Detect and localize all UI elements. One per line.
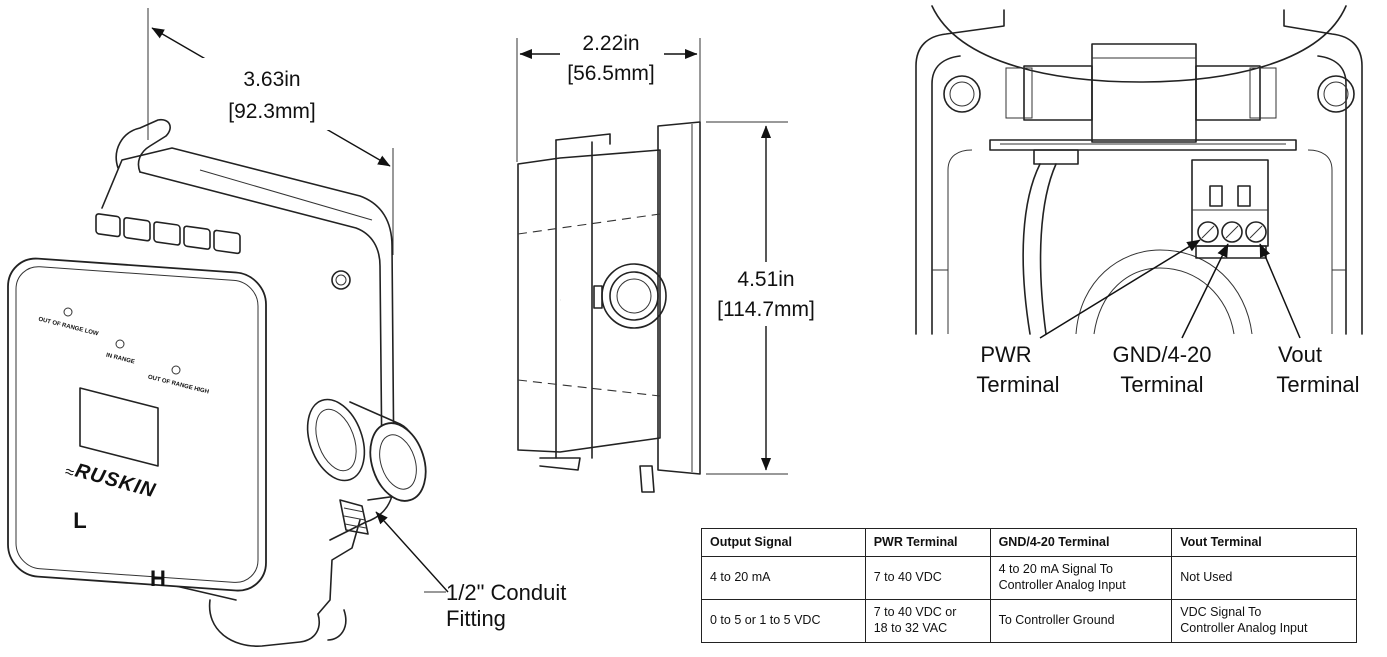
cell-output: 0 to 5 or 1 to 5 VDC	[701, 599, 866, 643]
depth-dim-label: 2.22in	[582, 32, 639, 55]
cell-gnd-line2: Controller Analog Input	[998, 578, 1126, 592]
cell-gnd-line1: To Controller Ground	[998, 613, 1115, 628]
header-gnd-terminal: GND/4-20 Terminal	[989, 528, 1173, 557]
cell-vout: Not Used	[1171, 556, 1357, 600]
cell-pwr-line2: 18 to 32 VAC	[873, 621, 948, 635]
width-dimension: 3.63in [92.3mm]	[147, 8, 394, 255]
gnd-terminal-label-line1: GND/4-20	[1112, 342, 1211, 367]
cell-vout-line1: Not Used	[1180, 570, 1233, 585]
port-low-label: L	[73, 508, 86, 533]
terminal-view: PWR Terminal GND/4-20 Terminal Vout Term…	[915, 5, 1363, 397]
vout-terminal-label-line2: Terminal	[1276, 372, 1359, 397]
conduit-callout-line1: 1/2" Conduit	[446, 580, 566, 605]
height-dim-metric-label: [114.7mm]	[717, 298, 815, 321]
side-view: 2.22in [56.5mm] 4.51in [114.7mm]	[516, 26, 830, 493]
cell-pwr-line1: 7 to 40 VDC or	[873, 605, 957, 620]
table-header-row: Output Signal PWR Terminal GND/4-20 Term…	[701, 528, 1357, 557]
wiring-table: Output Signal PWR Terminal GND/4-20 Term…	[701, 528, 1357, 643]
gnd-terminal-label-line2: Terminal	[1120, 372, 1203, 397]
pwr-terminal-label-line1: PWR	[980, 342, 1031, 367]
vout-terminal-label-line1: Vout	[1278, 342, 1322, 367]
isometric-view: 3.63in [92.3mm] OUT OF RANGE LO	[7, 8, 566, 647]
port-high-label: H	[150, 566, 166, 591]
display-window	[79, 387, 159, 467]
width-dim-label: 3.63in	[243, 68, 300, 91]
cell-vout-line2: Controller Analog Input	[1180, 621, 1308, 635]
pwr-terminal-label-line2: Terminal	[976, 372, 1059, 397]
cell-vout: VDC Signal To Controller Analog Input	[1171, 599, 1357, 643]
cell-vout-line1: VDC Signal To	[1180, 605, 1262, 620]
header-vout-terminal: Vout Terminal	[1171, 528, 1357, 557]
table-row: 0 to 5 or 1 to 5 VDC 7 to 40 VDC or 18 t…	[701, 599, 1357, 643]
cell-gnd: To Controller Ground	[989, 599, 1173, 643]
cell-gnd-line1: 4 to 20 mA Signal To	[998, 562, 1113, 577]
depth-dim-metric-label: [56.5mm]	[567, 62, 655, 85]
cell-pwr: 7 to 40 VDC or 18 to 32 VAC	[864, 599, 991, 643]
width-dim-metric-label: [92.3mm]	[228, 100, 316, 123]
height-dim-label: 4.51in	[737, 268, 794, 291]
header-output-signal: Output Signal	[701, 528, 866, 557]
cell-pwr: 7 to 40 VDC	[864, 556, 991, 600]
conduit-callout-line2: Fitting	[446, 606, 506, 631]
table-row: 4 to 20 mA 7 to 40 VDC 4 to 20 mA Signal…	[701, 556, 1357, 600]
cell-output: 4 to 20 mA	[701, 556, 866, 600]
conduit-fitting	[306, 398, 427, 535]
cell-gnd: 4 to 20 mA Signal To Controller Analog I…	[989, 556, 1173, 600]
header-pwr-terminal: PWR Terminal	[864, 528, 991, 557]
